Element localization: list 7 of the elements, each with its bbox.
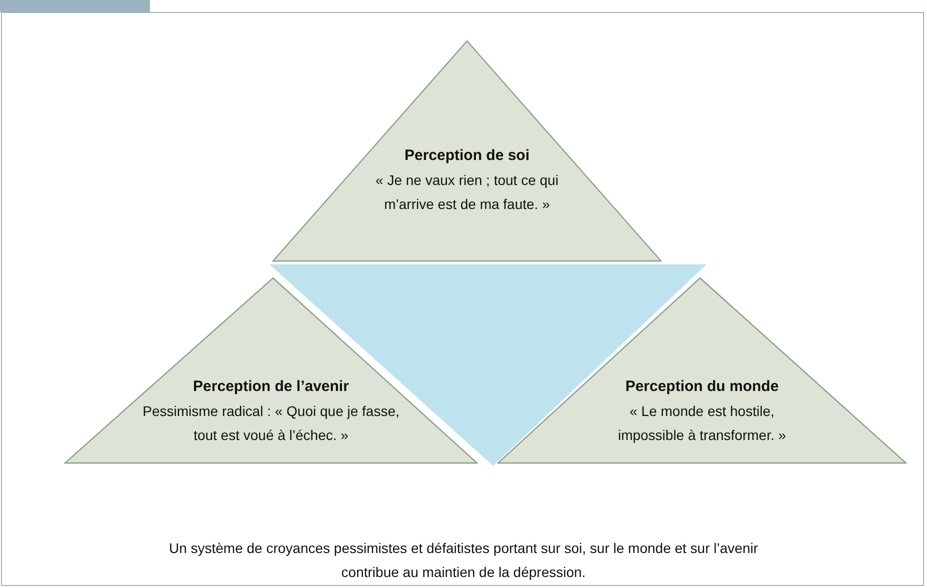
heading: Perception de soi	[404, 146, 530, 166]
heading: Perception de l’avenir	[193, 377, 349, 397]
quote-text: « Le monde est hostile, impossible à transformer. »	[616, 402, 788, 445]
heading: Perception du monde	[625, 377, 779, 397]
quote-text: Pessimisme radical : « Quoi que je fasse, tout est voué à l’échec. »	[142, 402, 400, 445]
caption: Un système de croyances pessimistes et défaitistes portant sur soi, sur le monde et sur l’avenir contribue au maintien de la dépression.	[168, 539, 760, 582]
quote-text: « Je ne vaux rien ; tout ce qui m’arrive est de ma faute. »	[374, 171, 560, 214]
